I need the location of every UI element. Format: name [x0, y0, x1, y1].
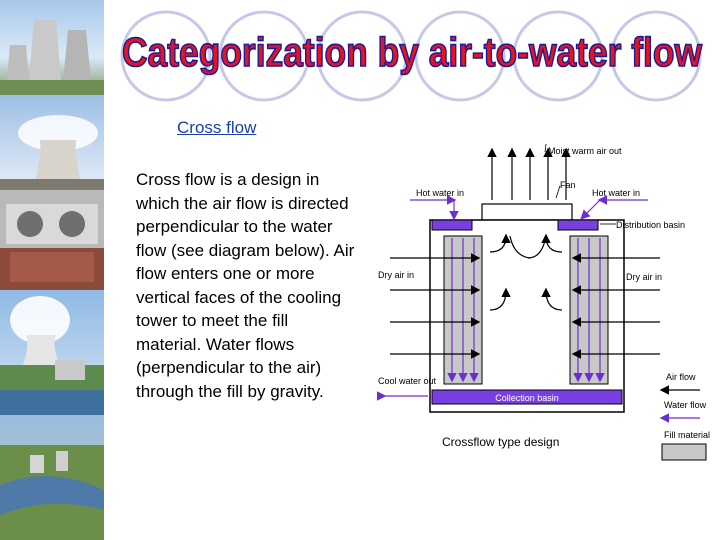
crossflow-diagram: Moist warm air out Fan Collection basin … [376, 143, 710, 461]
cooling-tower-photo-1 [0, 0, 104, 95]
slide-title: Categorization by air-to-water flow [121, 28, 703, 76]
label-cool-water-out: Cool water out [378, 376, 437, 386]
legend-fill-material-swatch [661, 443, 707, 461]
label-hot-water-in-left: Hot water in [416, 188, 464, 198]
slide-title-text: Categorization by air-to-water flow [122, 29, 702, 75]
label-fan: Fan [560, 180, 576, 190]
section-subtitle[interactable]: Cross flow [177, 118, 257, 137]
distribution-basin-left [431, 219, 473, 231]
fan-housing [481, 203, 573, 221]
power-plant-photo [0, 290, 104, 415]
label-collection-basin: Collection basin [495, 393, 559, 403]
collection-basin [431, 389, 623, 405]
dry-air-arrows [390, 253, 660, 359]
diagram-caption: Crossflow type design [442, 435, 559, 449]
label-hot-water-in-right: Hot water in [592, 188, 640, 198]
cooling-tower-photo-2 [0, 95, 104, 190]
decorative-circles [120, 10, 702, 102]
body-paragraph: Cross flow is a design in which the air … [136, 170, 355, 401]
legend-air-flow-label: Air flow [666, 372, 696, 382]
legend-water-flow-label: Water flow [664, 400, 707, 410]
distribution-basin-right [557, 219, 599, 231]
label-dry-air-in-right: Dry air in [626, 272, 662, 282]
label-dry-air-in-left: Dry air in [378, 270, 414, 280]
legend-fill-material-label: Fill material [664, 430, 710, 440]
moist-air-arrows [487, 147, 571, 200]
landscape-plant-photo [0, 415, 104, 540]
label-distribution-basin: Distribution basin [616, 220, 685, 230]
label-moist-air-out: Moist warm air out [548, 146, 622, 156]
photo-strip [0, 0, 104, 540]
inner-air-arrows [489, 233, 563, 311]
cooling-tower-photo-3 [0, 190, 104, 290]
inner-air-curves [509, 235, 547, 259]
